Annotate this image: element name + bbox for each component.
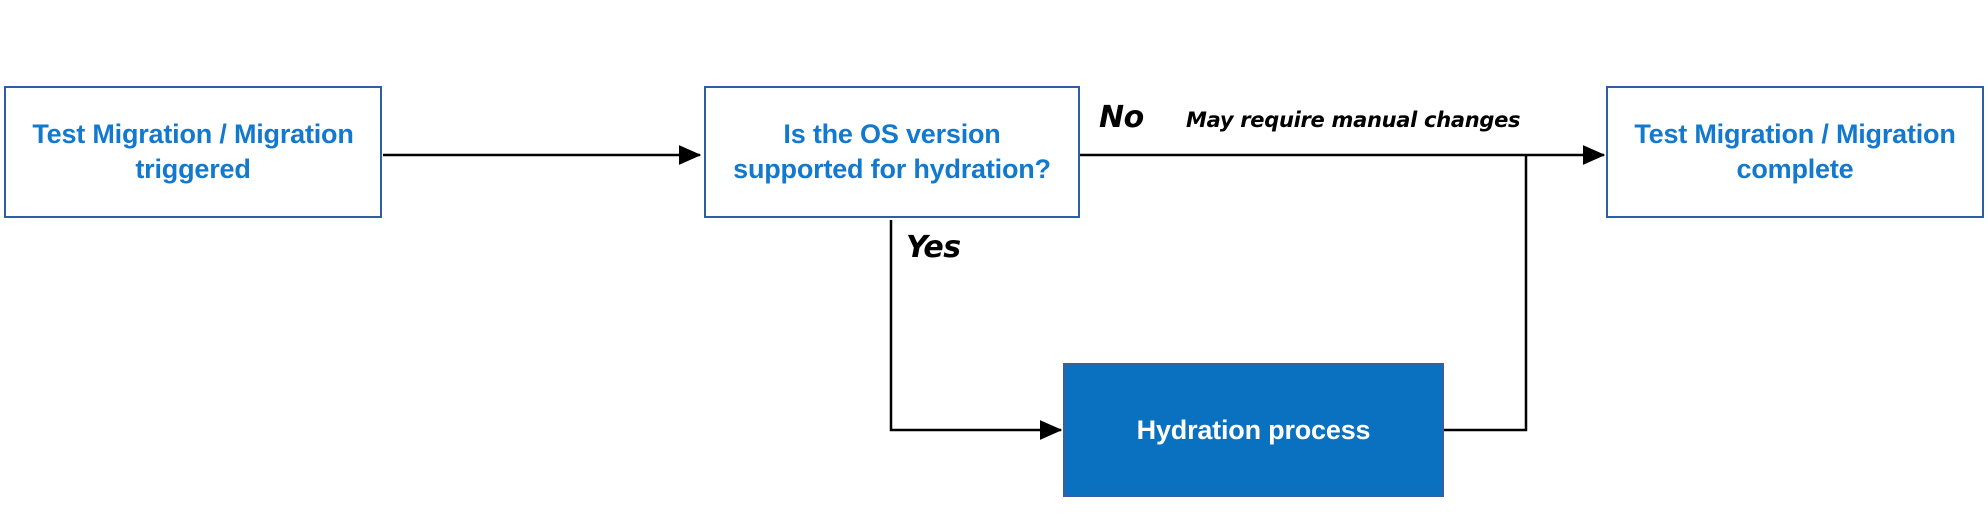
edge-label-yes: Yes bbox=[906, 230, 961, 265]
node-hydration-process[interactable]: Hydration process bbox=[1063, 363, 1444, 497]
node-complete[interactable]: Test Migration / Migration complete bbox=[1606, 86, 1984, 218]
edge-hydration-to-complete bbox=[1444, 156, 1528, 432]
edge-label-manual-changes: May require manual changes bbox=[1186, 108, 1521, 132]
node-hydration-process-label: Hydration process bbox=[1136, 414, 1371, 445]
edge-label-no: No bbox=[1099, 100, 1144, 135]
node-decision-label: Is the OS version supported for hydratio… bbox=[733, 119, 1051, 184]
node-complete-label: Test Migration / Migration complete bbox=[1634, 119, 1956, 184]
node-start[interactable]: Test Migration / Migration triggered bbox=[4, 86, 382, 218]
node-decision[interactable]: Is the OS version supported for hydratio… bbox=[704, 86, 1080, 218]
node-start-label: Test Migration / Migration triggered bbox=[32, 119, 354, 184]
